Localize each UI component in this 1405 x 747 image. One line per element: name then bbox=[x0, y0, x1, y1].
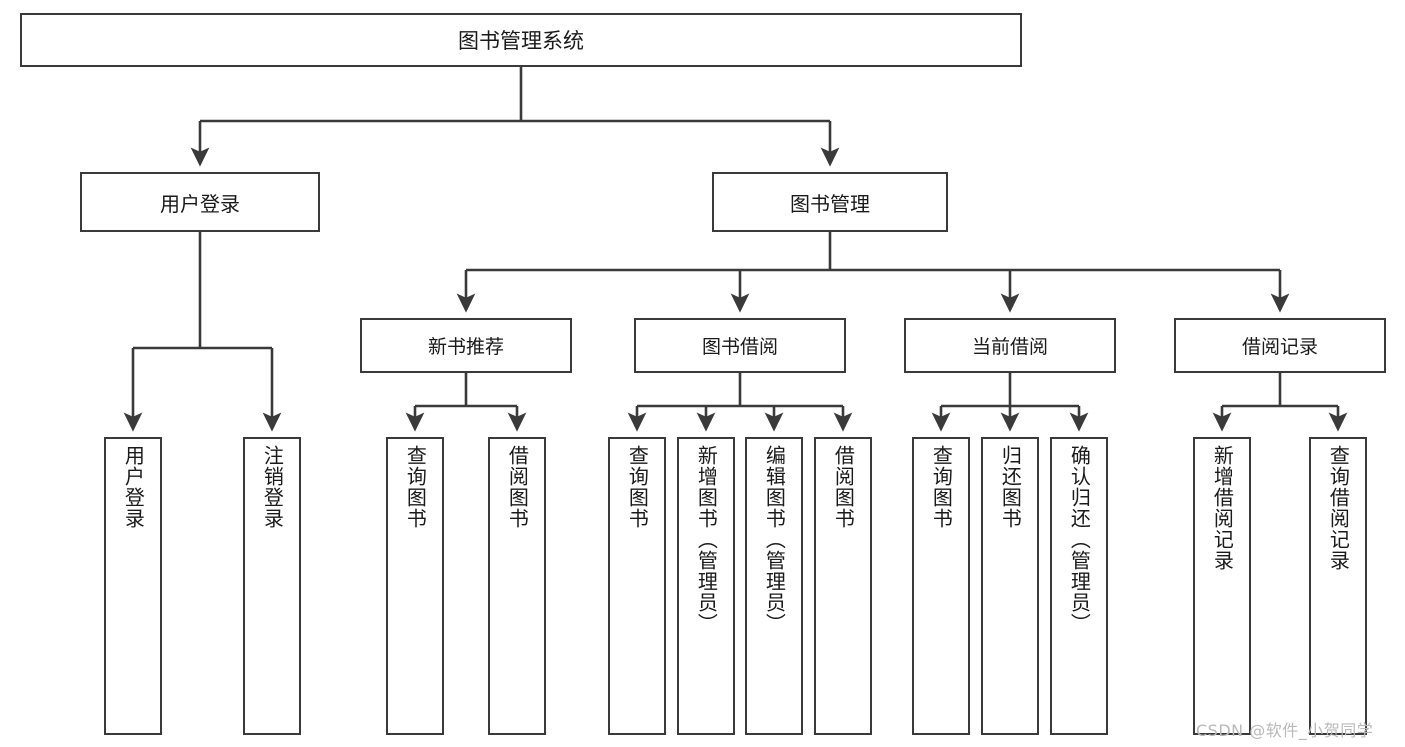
leaf-recommend-borrow-book[interactable]: 借阅图书 bbox=[488, 437, 546, 735]
leaf-current-confirm-return-admin[interactable]: 确认归还（管理员） bbox=[1050, 437, 1108, 735]
leaf-borrow-borrow-book[interactable]: 借阅图书 bbox=[814, 437, 872, 735]
leaf-label: 借阅图书 bbox=[505, 445, 530, 529]
leaf-borrow-edit-book-admin[interactable]: 编辑图书（管理员） bbox=[745, 437, 803, 735]
leaf-user-login-signout[interactable]: 注销登录 bbox=[243, 437, 301, 735]
node-book-management[interactable]: 图书管理 bbox=[712, 172, 948, 232]
leaf-label: 新增图书（管理员） bbox=[694, 445, 719, 634]
csdn-watermark: CSDN @软件_小贺同学 bbox=[1196, 721, 1374, 740]
node-current-borrow[interactable]: 当前借阅 bbox=[904, 318, 1116, 373]
leaf-user-login-signin[interactable]: 用户登录 bbox=[104, 437, 162, 735]
leaf-label: 查询图书 bbox=[403, 445, 428, 529]
node-book-borrow[interactable]: 图书借阅 bbox=[634, 318, 846, 373]
leaf-label: 借阅图书 bbox=[831, 445, 856, 529]
leaf-current-query-book[interactable]: 查询图书 bbox=[912, 437, 970, 735]
leaf-label: 查询图书 bbox=[929, 445, 954, 529]
leaf-borrow-add-book-admin[interactable]: 新增图书（管理员） bbox=[677, 437, 735, 735]
leaf-label: 归还图书 bbox=[998, 445, 1023, 529]
node-user-login[interactable]: 用户登录 bbox=[80, 172, 320, 232]
node-borrow-record[interactable]: 借阅记录 bbox=[1174, 318, 1386, 373]
leaf-label: 编辑图书（管理员） bbox=[762, 445, 787, 634]
leaf-label: 查询图书 bbox=[625, 445, 650, 529]
leaf-record-query-record[interactable]: 查询借阅记录 bbox=[1309, 437, 1367, 735]
leaf-label: 查询借阅记录 bbox=[1326, 445, 1351, 571]
leaf-current-return-book[interactable]: 归还图书 bbox=[981, 437, 1039, 735]
node-root-system[interactable]: 图书管理系统 bbox=[20, 13, 1022, 67]
leaf-label: 注销登录 bbox=[260, 445, 285, 529]
leaf-label: 确认归还（管理员） bbox=[1067, 445, 1092, 634]
leaf-borrow-query-book[interactable]: 查询图书 bbox=[608, 437, 666, 735]
leaf-label: 用户登录 bbox=[121, 445, 146, 529]
leaf-label: 新增借阅记录 bbox=[1210, 445, 1235, 571]
node-new-book-recommend[interactable]: 新书推荐 bbox=[360, 318, 572, 373]
leaf-recommend-query-book[interactable]: 查询图书 bbox=[386, 437, 444, 735]
leaf-record-add-record[interactable]: 新增借阅记录 bbox=[1193, 437, 1251, 735]
